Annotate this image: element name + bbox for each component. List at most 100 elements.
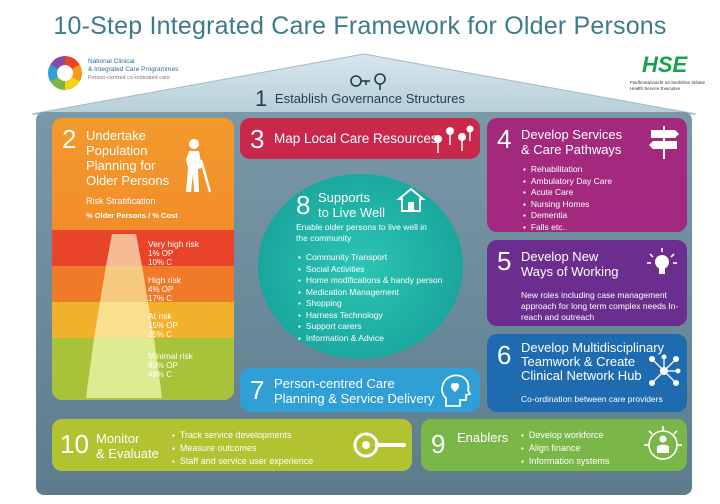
hse-mark: HSE [642, 52, 688, 77]
risk-op: 15% OP [148, 321, 178, 330]
elderly-person-icon [186, 139, 212, 193]
step-8-list: Community Transport Social Activities Ho… [298, 252, 443, 345]
list-item: Track service developments [172, 429, 313, 442]
step-6-title-line-2: Teamwork & Create [521, 354, 636, 369]
nci-logo: National Clinical & Integrated Care Prog… [48, 54, 198, 94]
list-item: Information & Advice [298, 333, 442, 345]
risk-stratification-label: Risk Stratification [86, 196, 156, 206]
step-1-number: 1 [255, 86, 268, 111]
step-8-title-line-1: Supports [318, 190, 371, 205]
list-item: Shopping [298, 298, 442, 310]
step-5-ways-of-working: 5 Develop New Ways of Working New roles … [487, 240, 687, 326]
logo-line-2: & Integrated Care Programmes [88, 66, 179, 73]
magnifier-icon [353, 432, 406, 458]
list-item: Dementia [523, 210, 612, 222]
list-item: Social Activities [298, 264, 442, 276]
list-item: Home modifications & handy person [298, 275, 443, 287]
lightbulb-icon [647, 248, 677, 274]
step-1-label: Establish Governance Structures [274, 91, 465, 106]
risk-name: Minimal risk [148, 351, 193, 361]
list-item: Rehabilitation [523, 164, 612, 176]
risk-op: 1% OP [148, 249, 174, 258]
step-10-title-line-2: & Evaluate [96, 446, 159, 461]
step-4-title-line-1: Develop Services [521, 127, 623, 142]
step-3-label: Map Local Care Resources [274, 131, 438, 146]
step-2-title-line-4: Older Persons [86, 173, 170, 188]
head-heart-icon [441, 374, 472, 407]
page-title: 10-Step Integrated Care Framework for Ol… [53, 12, 667, 40]
risk-cost: 17% C [148, 294, 173, 303]
older-persons-cost-label: % Older Persons / % Cost [86, 211, 178, 220]
network-hub-icon [649, 354, 681, 386]
hse-logo: HSE Feidhmeannacht na Seirbhíse Sláinte … [608, 52, 708, 96]
risk-name: At risk [148, 311, 172, 321]
step-5-title-line-2: Ways of Working [521, 264, 619, 279]
step-9-enablers: 9 Enablers Develop workforce Align finan… [421, 419, 687, 471]
step-5-title-line-1: Develop New [521, 249, 599, 264]
list-item: Acute Care [523, 187, 612, 199]
list-item: Information systems [521, 455, 610, 468]
person-arrows-icon [644, 426, 682, 460]
list-item: Medication Management [298, 287, 442, 299]
step-9-label: Enablers [457, 430, 509, 445]
step-7-number: 7 [250, 375, 265, 405]
list-item: Align finance [521, 442, 609, 455]
risk-cost: 48% C [148, 370, 173, 379]
list-item: Community Transport [298, 252, 442, 264]
step-2-title-line-3: Planning for [86, 158, 156, 173]
step-5-number: 5 [497, 246, 512, 276]
step-3-map-resources: 3 Map Local Care Resources [240, 118, 480, 159]
step-8-number: 8 [296, 190, 311, 220]
step-10-monitor-evaluate: 10 Monitor & Evaluate Track service deve… [52, 419, 412, 471]
step-8-title-line-2: to Live Well [318, 205, 385, 220]
step-4-list: Rehabilitation Ambulatory Day Care Acute… [523, 164, 612, 233]
step-2-title-line-1: Undertake [86, 128, 146, 143]
list-item: Ambulatory Day Care [523, 176, 612, 188]
step-7-title-line-2: Planning & Service Delivery [274, 391, 435, 406]
step-6-description: Co-ordination between care providers [521, 394, 663, 404]
list-item: Support carers [298, 321, 442, 333]
house-hands-icon [396, 187, 426, 212]
logo-line-1: National Clinical [88, 58, 135, 65]
step-6-title-line-1: Develop Multidisciplinary [521, 340, 665, 355]
list-item: Develop workforce [521, 429, 609, 442]
hse-line-1: Feidhmeannacht na Seirbhíse Sláinte [630, 80, 706, 85]
hse-line-2: Health Service Executive [630, 85, 681, 91]
list-item: Harness Technology [298, 310, 442, 322]
programme-wheel-icon [48, 56, 82, 90]
step-6-multidisciplinary: 6 Develop Multidisciplinary Teamwork & C… [487, 334, 687, 412]
step-8-supports-live-well: 8 Supports to Live Well Enable older per… [258, 174, 463, 359]
step-10-number: 10 [60, 429, 89, 459]
list-item: Staff and service user experience [172, 455, 313, 468]
signpost-icon [649, 126, 679, 159]
step-10-list: Track service developments Measure outco… [172, 429, 313, 468]
step-2-title-line-2: Population [86, 143, 148, 158]
step-4-number: 4 [497, 124, 512, 154]
step-6-number: 6 [497, 340, 512, 370]
risk-name: High risk [148, 275, 182, 285]
step-10-title-line-1: Monitor [96, 431, 140, 446]
risk-name: Very high risk [148, 239, 200, 249]
risk-pyramid [52, 230, 234, 400]
step-1-governance: 1 Establish Governance Structures [0, 86, 720, 112]
risk-cost: 10% C [148, 258, 173, 267]
logo-line-3: Person-centred co-ordinated care [88, 75, 170, 81]
step-7-title-line-1: Person-centred Care [274, 376, 395, 391]
step-4-title-line-2: & Care Pathways [521, 142, 622, 157]
risk-op: 80% OP [148, 361, 178, 370]
step-2-number: 2 [62, 124, 77, 154]
step-3-number: 3 [250, 124, 265, 154]
step-5-description: New roles including case management appr… [521, 290, 679, 322]
list-item: Nursing Homes [523, 199, 612, 211]
risk-cost: 25% C [148, 330, 173, 339]
keys-icon [350, 73, 386, 90]
step-7-person-centred-care: 7 Person-centred Care Planning & Service… [240, 368, 480, 412]
step-2-population-planning: 2 Undertake Population Planning for Olde… [52, 118, 234, 400]
list-item: Measure outcomes [172, 442, 313, 455]
step-4-services-pathways: 4 Develop Services & Care Pathways Rehab… [487, 118, 687, 232]
map-pins-icon [434, 125, 474, 153]
step-8-intro: Enable older persons to live well in the… [296, 222, 427, 243]
risk-op: 4% OP [148, 285, 174, 294]
list-item: Falls etc.. [523, 222, 612, 234]
step-6-title-line-3: Clinical Network Hub [521, 368, 642, 383]
